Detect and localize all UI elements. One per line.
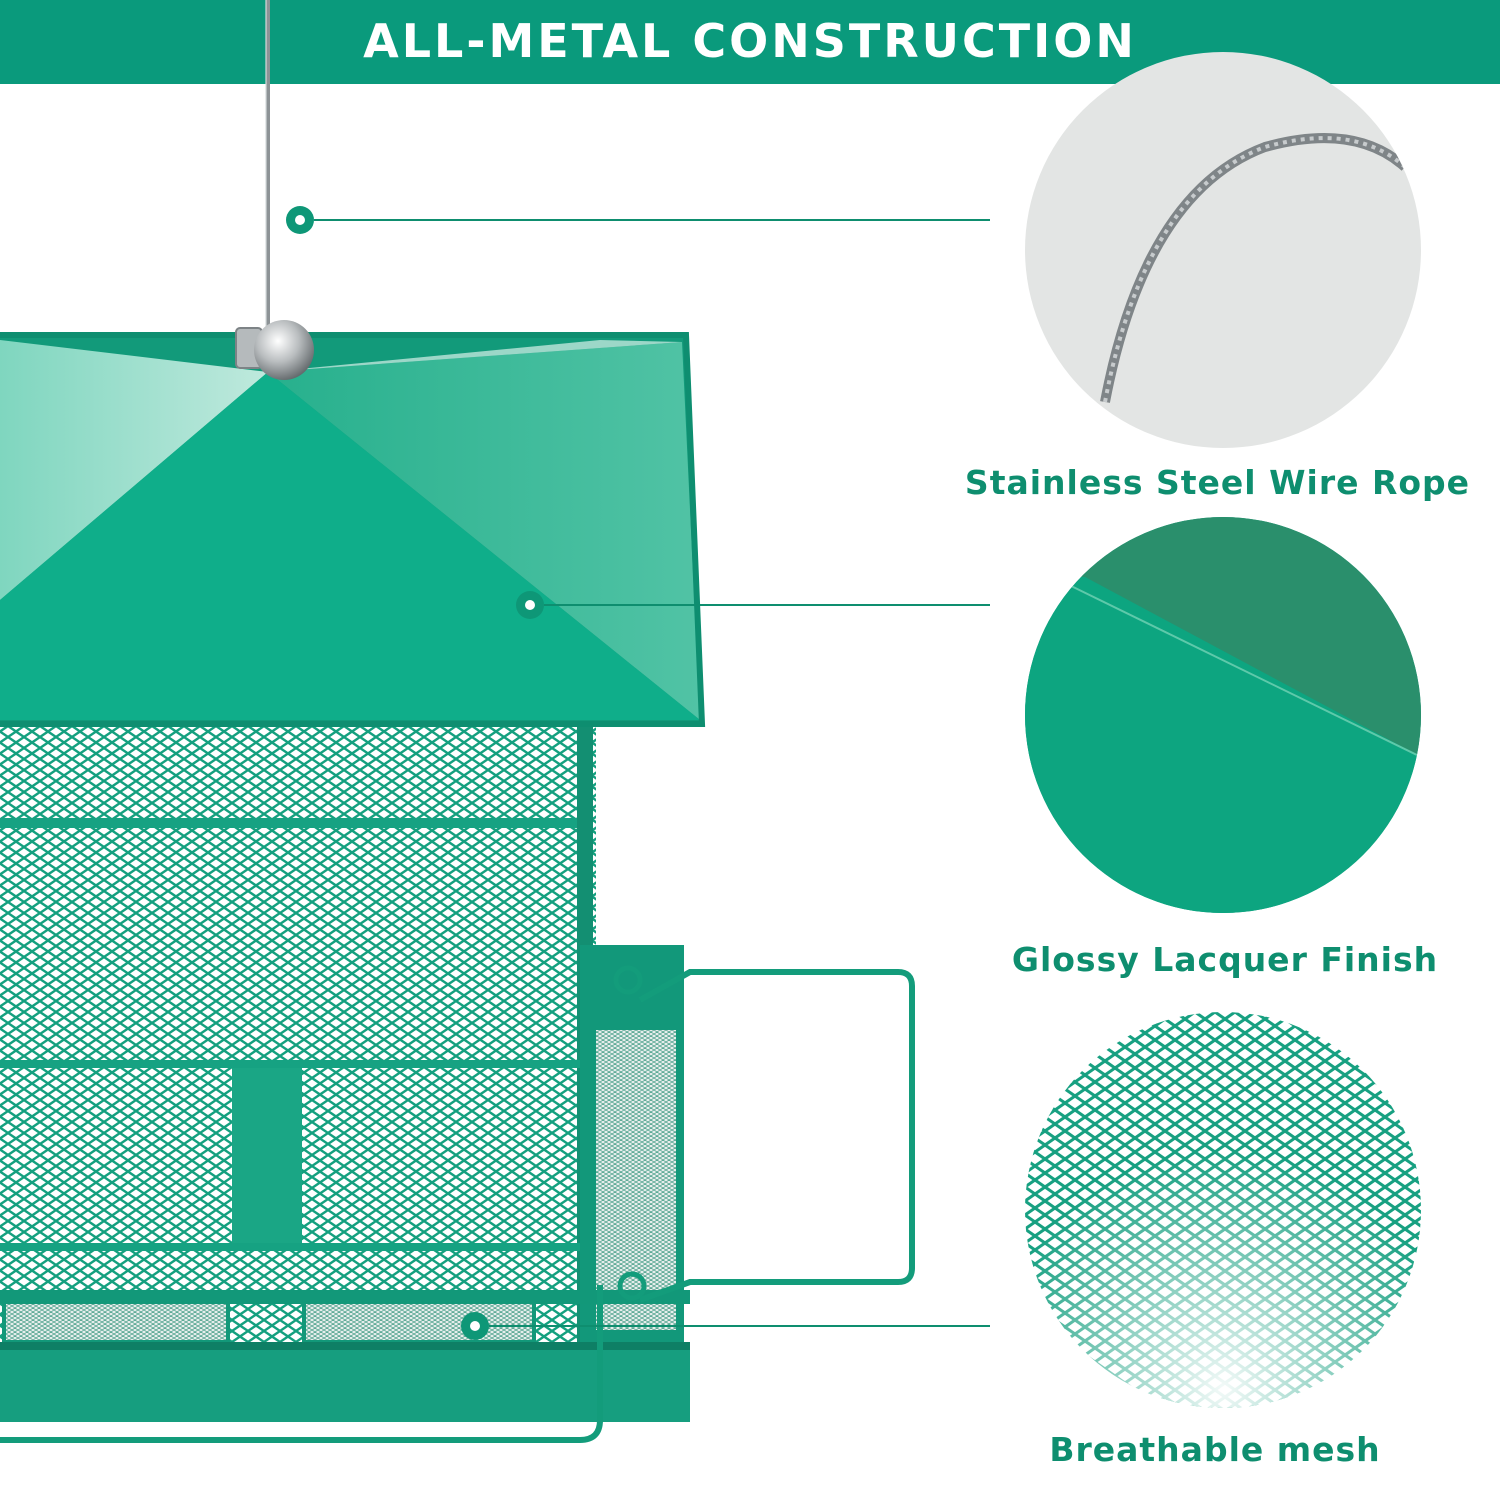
caption-wire-rope: Stainless Steel Wire Rope: [964, 463, 1471, 502]
mesh-detail: [1025, 1012, 1421, 1408]
caption-breathable-mesh: Breathable mesh: [1049, 1430, 1381, 1469]
banner-title: ALL-METAL CONSTRUCTION: [363, 14, 1137, 68]
wire-rope-detail: [1025, 52, 1421, 448]
header-banner: ALL-METAL CONSTRUCTION: [0, 0, 1500, 84]
bird-feeder-illustration: [0, 0, 915, 1443]
callout-lines: [314, 219, 990, 1327]
caption-lacquer-finish: Glossy Lacquer Finish: [1011, 940, 1439, 979]
tray-handle: [638, 969, 915, 1303]
lacquer-finish-detail: [1025, 517, 1421, 913]
ball-fitting: [254, 320, 314, 380]
